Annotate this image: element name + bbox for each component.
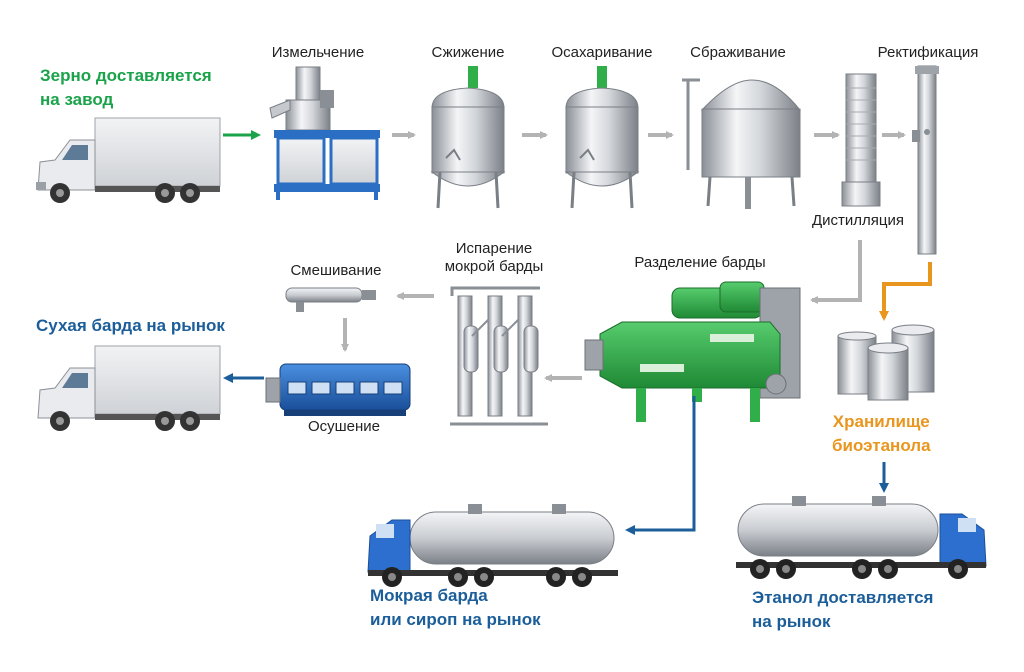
arrow-distillation-to-separation bbox=[810, 240, 862, 304]
storage-line2: биоэтанола bbox=[832, 436, 931, 455]
fermenter-tank-icon bbox=[682, 78, 802, 209]
grain-delivered-label: Зерно доставляется на завод bbox=[40, 64, 212, 112]
ethanol-market-label: Этанол доставляется на рынок bbox=[752, 586, 933, 634]
evaporators-icon bbox=[450, 286, 548, 426]
ethanol-market-line1: Этанол доставляется bbox=[752, 588, 934, 607]
arrow-separation-to-wet-tanker bbox=[625, 396, 696, 535]
mill-icon bbox=[269, 66, 380, 200]
wet-stillage-tanker-icon bbox=[367, 504, 618, 587]
wet-stillage-market-label: Мокрая барда или сироп на рынок bbox=[370, 584, 541, 632]
wet-stillage-line1: Мокрая барда bbox=[370, 586, 488, 605]
evaporation-line2: мокрой барды bbox=[444, 258, 544, 275]
step-evaporation-label: Испарение мокрой барды bbox=[445, 240, 544, 276]
evaporation-line1: Испарение bbox=[455, 240, 533, 257]
ethanol-storage-tanks-icon bbox=[837, 324, 935, 401]
arrow-rectification-to-storage bbox=[879, 262, 932, 321]
step-liquefaction-label: Сжижение bbox=[431, 44, 505, 61]
step-saccharification-label: Осахаривание bbox=[551, 44, 653, 61]
step-fermentation-label: Сбраживание bbox=[690, 44, 786, 61]
saccharification-tank-icon bbox=[564, 66, 640, 209]
dry-stillage-truck-icon bbox=[37, 345, 221, 431]
ethanol-market-line2: на рынок bbox=[752, 612, 831, 631]
step-drying-label: Осушение bbox=[307, 418, 381, 435]
wet-stillage-line2: или сироп на рынок bbox=[370, 610, 541, 629]
dryer-icon bbox=[265, 363, 411, 416]
step-distillation-label: Дистилляция bbox=[811, 212, 905, 229]
ethanol-storage-label: Хранилище биоэтанола bbox=[832, 410, 931, 458]
ethanol-tanker-icon bbox=[736, 496, 987, 579]
grain-delivered-line2: на завод bbox=[40, 90, 114, 109]
storage-line1: Хранилище bbox=[832, 412, 930, 431]
distillation-column-icon bbox=[841, 73, 881, 207]
rectification-column-icon bbox=[912, 65, 939, 255]
step-stillage-separation-label: Разделение барды bbox=[634, 254, 766, 271]
liquefaction-tank-icon bbox=[430, 66, 506, 209]
step-rectification-label: Ректификация bbox=[877, 44, 979, 61]
decanter-centrifuge-icon bbox=[584, 281, 801, 422]
mixer-icon bbox=[285, 287, 376, 312]
grain-delivered-line1: Зерно доставляется bbox=[40, 66, 212, 85]
grain-truck-icon bbox=[36, 117, 221, 203]
step-milling-label: Измельчение bbox=[271, 44, 365, 61]
step-mixing-label: Смешивание bbox=[290, 262, 382, 279]
dry-stillage-market-label: Сухая барда на рынок bbox=[36, 316, 225, 335]
